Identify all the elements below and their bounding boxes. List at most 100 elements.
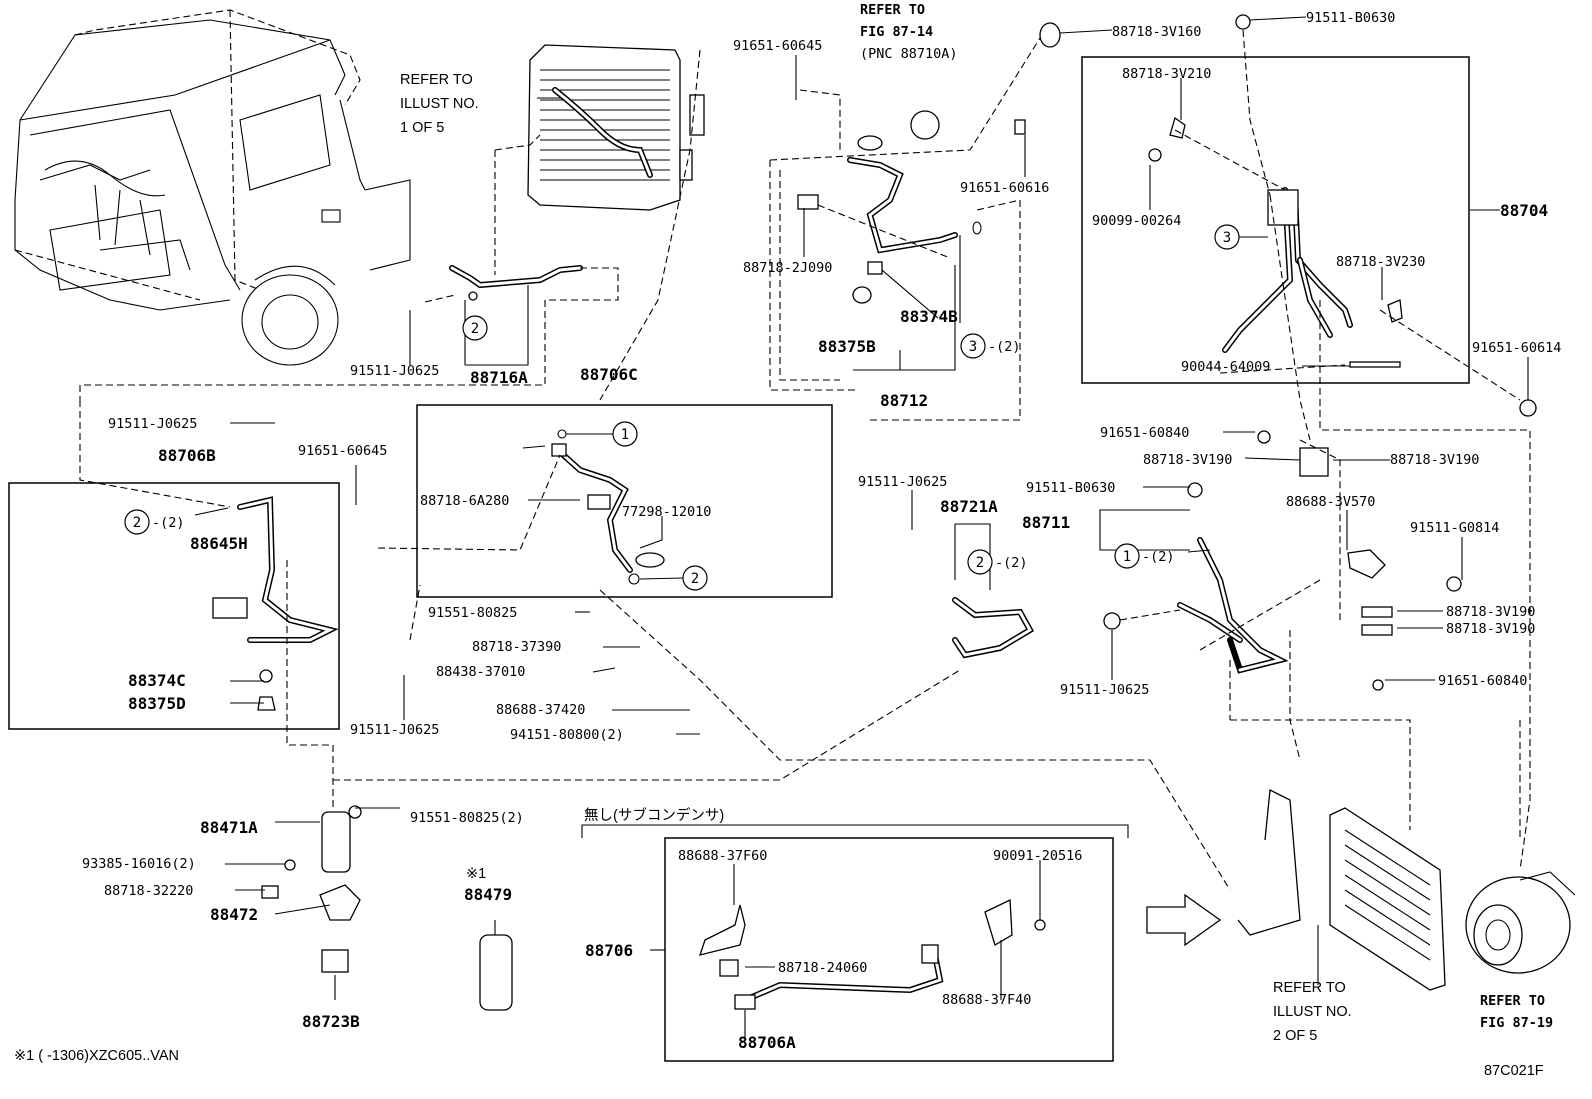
circled-ref-label: 2 <box>976 555 984 571</box>
circled-ref-3-b: 3 -(2) <box>960 333 1021 359</box>
part-label-88718-24060[interactable]: 88718-24060 <box>778 960 867 976</box>
part-label-91651-60840[interactable]: 91651-60840 <box>1100 425 1189 441</box>
footnote: ※1 ( -1306)XZC605..VAN <box>14 1048 179 1064</box>
part-label-91651-60616[interactable]: 91651-60616 <box>960 180 1049 196</box>
part-label-94151-80800-2[interactable]: 94151-80800(2) <box>510 727 624 743</box>
part-label-88706b[interactable]: 88706B <box>158 446 216 465</box>
circled-ref-1-a: 1 <box>566 421 638 447</box>
part-label-91511-j0625[interactable]: 91511-J0625 <box>350 363 439 379</box>
circled-ref-2-b: 2 <box>462 315 488 341</box>
part-label-88706[interactable]: 88706 <box>585 941 633 960</box>
qty-suffix: -(2) <box>152 515 185 531</box>
refer-note-line: FIG 87-14 <box>860 24 933 40</box>
part-label-91511-b0630[interactable]: 91511-B0630 <box>1306 10 1395 26</box>
circled-ref-2-d: 2 -(2) <box>967 549 1028 575</box>
part-label-91651-60614[interactable]: 91651-60614 <box>1472 340 1561 356</box>
part-label-88688-3v570[interactable]: 88688-3V570 <box>1286 494 1375 510</box>
part-label-88645h[interactable]: 88645H <box>190 534 248 553</box>
refer-note-line: REFER TO <box>1273 980 1346 996</box>
circled-ref-label: 2 <box>691 571 699 587</box>
part-label-88716a[interactable]: 88716A <box>470 368 528 387</box>
part-label-93385-16016-2[interactable]: 93385-16016(2) <box>82 856 196 872</box>
part-label-91511-j0625[interactable]: 91511-J0625 <box>350 722 439 738</box>
part-label-91551-80825[interactable]: 91551-80825 <box>428 605 517 621</box>
part-label-88718-2j090[interactable]: 88718-2J090 <box>743 260 832 276</box>
receiver-88471a-drawing <box>261 560 1231 1011</box>
part-label-88718-3v190[interactable]: 88718-3V190 <box>1446 604 1535 620</box>
part-label-88375d[interactable]: 88375D <box>128 694 186 713</box>
part-label-88688-37420[interactable]: 88688-37420 <box>496 702 585 718</box>
part-label-88723b[interactable]: 88723B <box>302 1012 360 1031</box>
part-label-90091-20516[interactable]: 90091-20516 <box>993 848 1082 864</box>
refer-note-line: REFER TO <box>860 2 925 18</box>
refer-note-line: ILLUST NO. <box>400 96 479 112</box>
part-label-88704[interactable]: 88704 <box>1500 201 1548 220</box>
footnote-marker: ※1 <box>466 866 486 882</box>
assembly-88706b-box <box>8 400 340 730</box>
hose-88721a-88711-drawing <box>952 14 1537 871</box>
assembly-88706-box <box>581 824 1129 1062</box>
circled-ref-2-a: 2 <box>639 565 708 591</box>
qty-suffix: -(2) <box>988 339 1021 355</box>
part-label-88374c[interactable]: 88374C <box>128 671 186 690</box>
circled-ref-3-a: 3 <box>1214 224 1268 250</box>
part-label-91551-80825-2[interactable]: 91551-80825(2) <box>410 810 524 826</box>
circled-ref-1-b: 1 -(2) <box>1114 543 1211 569</box>
part-label-88718-37390[interactable]: 88718-37390 <box>472 639 561 655</box>
part-label-91651-60645[interactable]: 91651-60645 <box>298 443 387 459</box>
part-label-88688-37f60[interactable]: 88688-37F60 <box>678 848 767 864</box>
part-label-88706c[interactable]: 88706C <box>580 365 638 384</box>
refer-note-line: FIG 87-19 <box>1480 1015 1553 1031</box>
refer-note-line: REFER TO <box>1480 993 1545 1009</box>
part-label-88688-37f40[interactable]: 88688-37F40 <box>942 992 1031 1008</box>
circled-ref-label: 1 <box>1123 549 1131 565</box>
hose-88712-group <box>769 29 1046 421</box>
truck-cab-illustration <box>14 9 411 366</box>
part-label-91511-j0625[interactable]: 91511-J0625 <box>858 474 947 490</box>
part-label-88718-3v210[interactable]: 88718-3V210 <box>1122 66 1211 82</box>
part-label-88718-6a280[interactable]: 88718-6A280 <box>420 493 509 509</box>
assembly-88706c-box <box>377 49 833 598</box>
part-label-90044-64009[interactable]: 90044-64009 <box>1181 359 1270 375</box>
part-label-88718-3v190[interactable]: 88718-3V190 <box>1446 621 1535 637</box>
part-label-88718-3v190[interactable]: 88718-3V190 <box>1143 452 1232 468</box>
part-label-88718-3v160[interactable]: 88718-3V160 <box>1112 24 1201 40</box>
part-label-88718-32220[interactable]: 88718-32220 <box>104 883 193 899</box>
part-label-91651-60645[interactable]: 91651-60645 <box>733 38 822 54</box>
refer-note-line: (PNC 88710A) <box>860 46 958 62</box>
part-label-91511-b0630[interactable]: 91511-B0630 <box>1026 480 1115 496</box>
compressor-drawing <box>1465 871 1576 974</box>
part-label-88706a[interactable]: 88706A <box>738 1033 796 1052</box>
part-label-91511-j0625[interactable]: 91511-J0625 <box>108 416 197 432</box>
refer-note-line: 1 OF 5 <box>400 120 444 136</box>
part-label-88471a[interactable]: 88471A <box>200 818 258 837</box>
part-label-91651-60840[interactable]: 91651-60840 <box>1438 673 1527 689</box>
part-label-91511-j0625[interactable]: 91511-J0625 <box>1060 682 1149 698</box>
refer-note-line: REFER TO <box>400 72 473 88</box>
circled-ref-label: 3 <box>969 339 977 355</box>
part-label-77298-12010[interactable]: 77298-12010 <box>622 504 711 520</box>
circled-ref-2-c: 2 -(2) <box>124 507 229 535</box>
part-label-91511-g0814[interactable]: 91511-G0814 <box>1410 520 1499 536</box>
circled-ref-label: 3 <box>1223 230 1231 246</box>
part-label-88721a[interactable]: 88721A <box>940 497 998 516</box>
part-label-88479[interactable]: 88479 <box>464 885 512 904</box>
part-label-88472[interactable]: 88472 <box>210 905 258 924</box>
circled-ref-label: 1 <box>621 427 629 443</box>
qty-suffix: -(2) <box>1142 549 1175 565</box>
part-label-90099-00264[interactable]: 90099-00264 <box>1092 213 1181 229</box>
pipe-88716a-drawing <box>79 134 619 400</box>
part-label-88712[interactable]: 88712 <box>880 391 928 410</box>
part-label-88711[interactable]: 88711 <box>1022 513 1070 532</box>
part-label-88375b[interactable]: 88375B <box>818 337 876 356</box>
sub-condenser-note: 無し(サブコンデンサ) <box>584 806 724 824</box>
circled-ref-label: 2 <box>471 321 479 337</box>
part-label-88374b[interactable]: 88374B <box>900 307 958 326</box>
figure-code: 87C021F <box>1484 1063 1544 1079</box>
part-label-88438-37010[interactable]: 88438-37010 <box>436 664 525 680</box>
qty-suffix: -(2) <box>995 555 1028 571</box>
refer-note-line: ILLUST NO. <box>1273 1004 1352 1020</box>
part-label-88718-3v190[interactable]: 88718-3V190 <box>1390 452 1479 468</box>
part-label-88718-3v230[interactable]: 88718-3V230 <box>1336 254 1425 270</box>
refer-note-line: 2 OF 5 <box>1273 1028 1317 1044</box>
